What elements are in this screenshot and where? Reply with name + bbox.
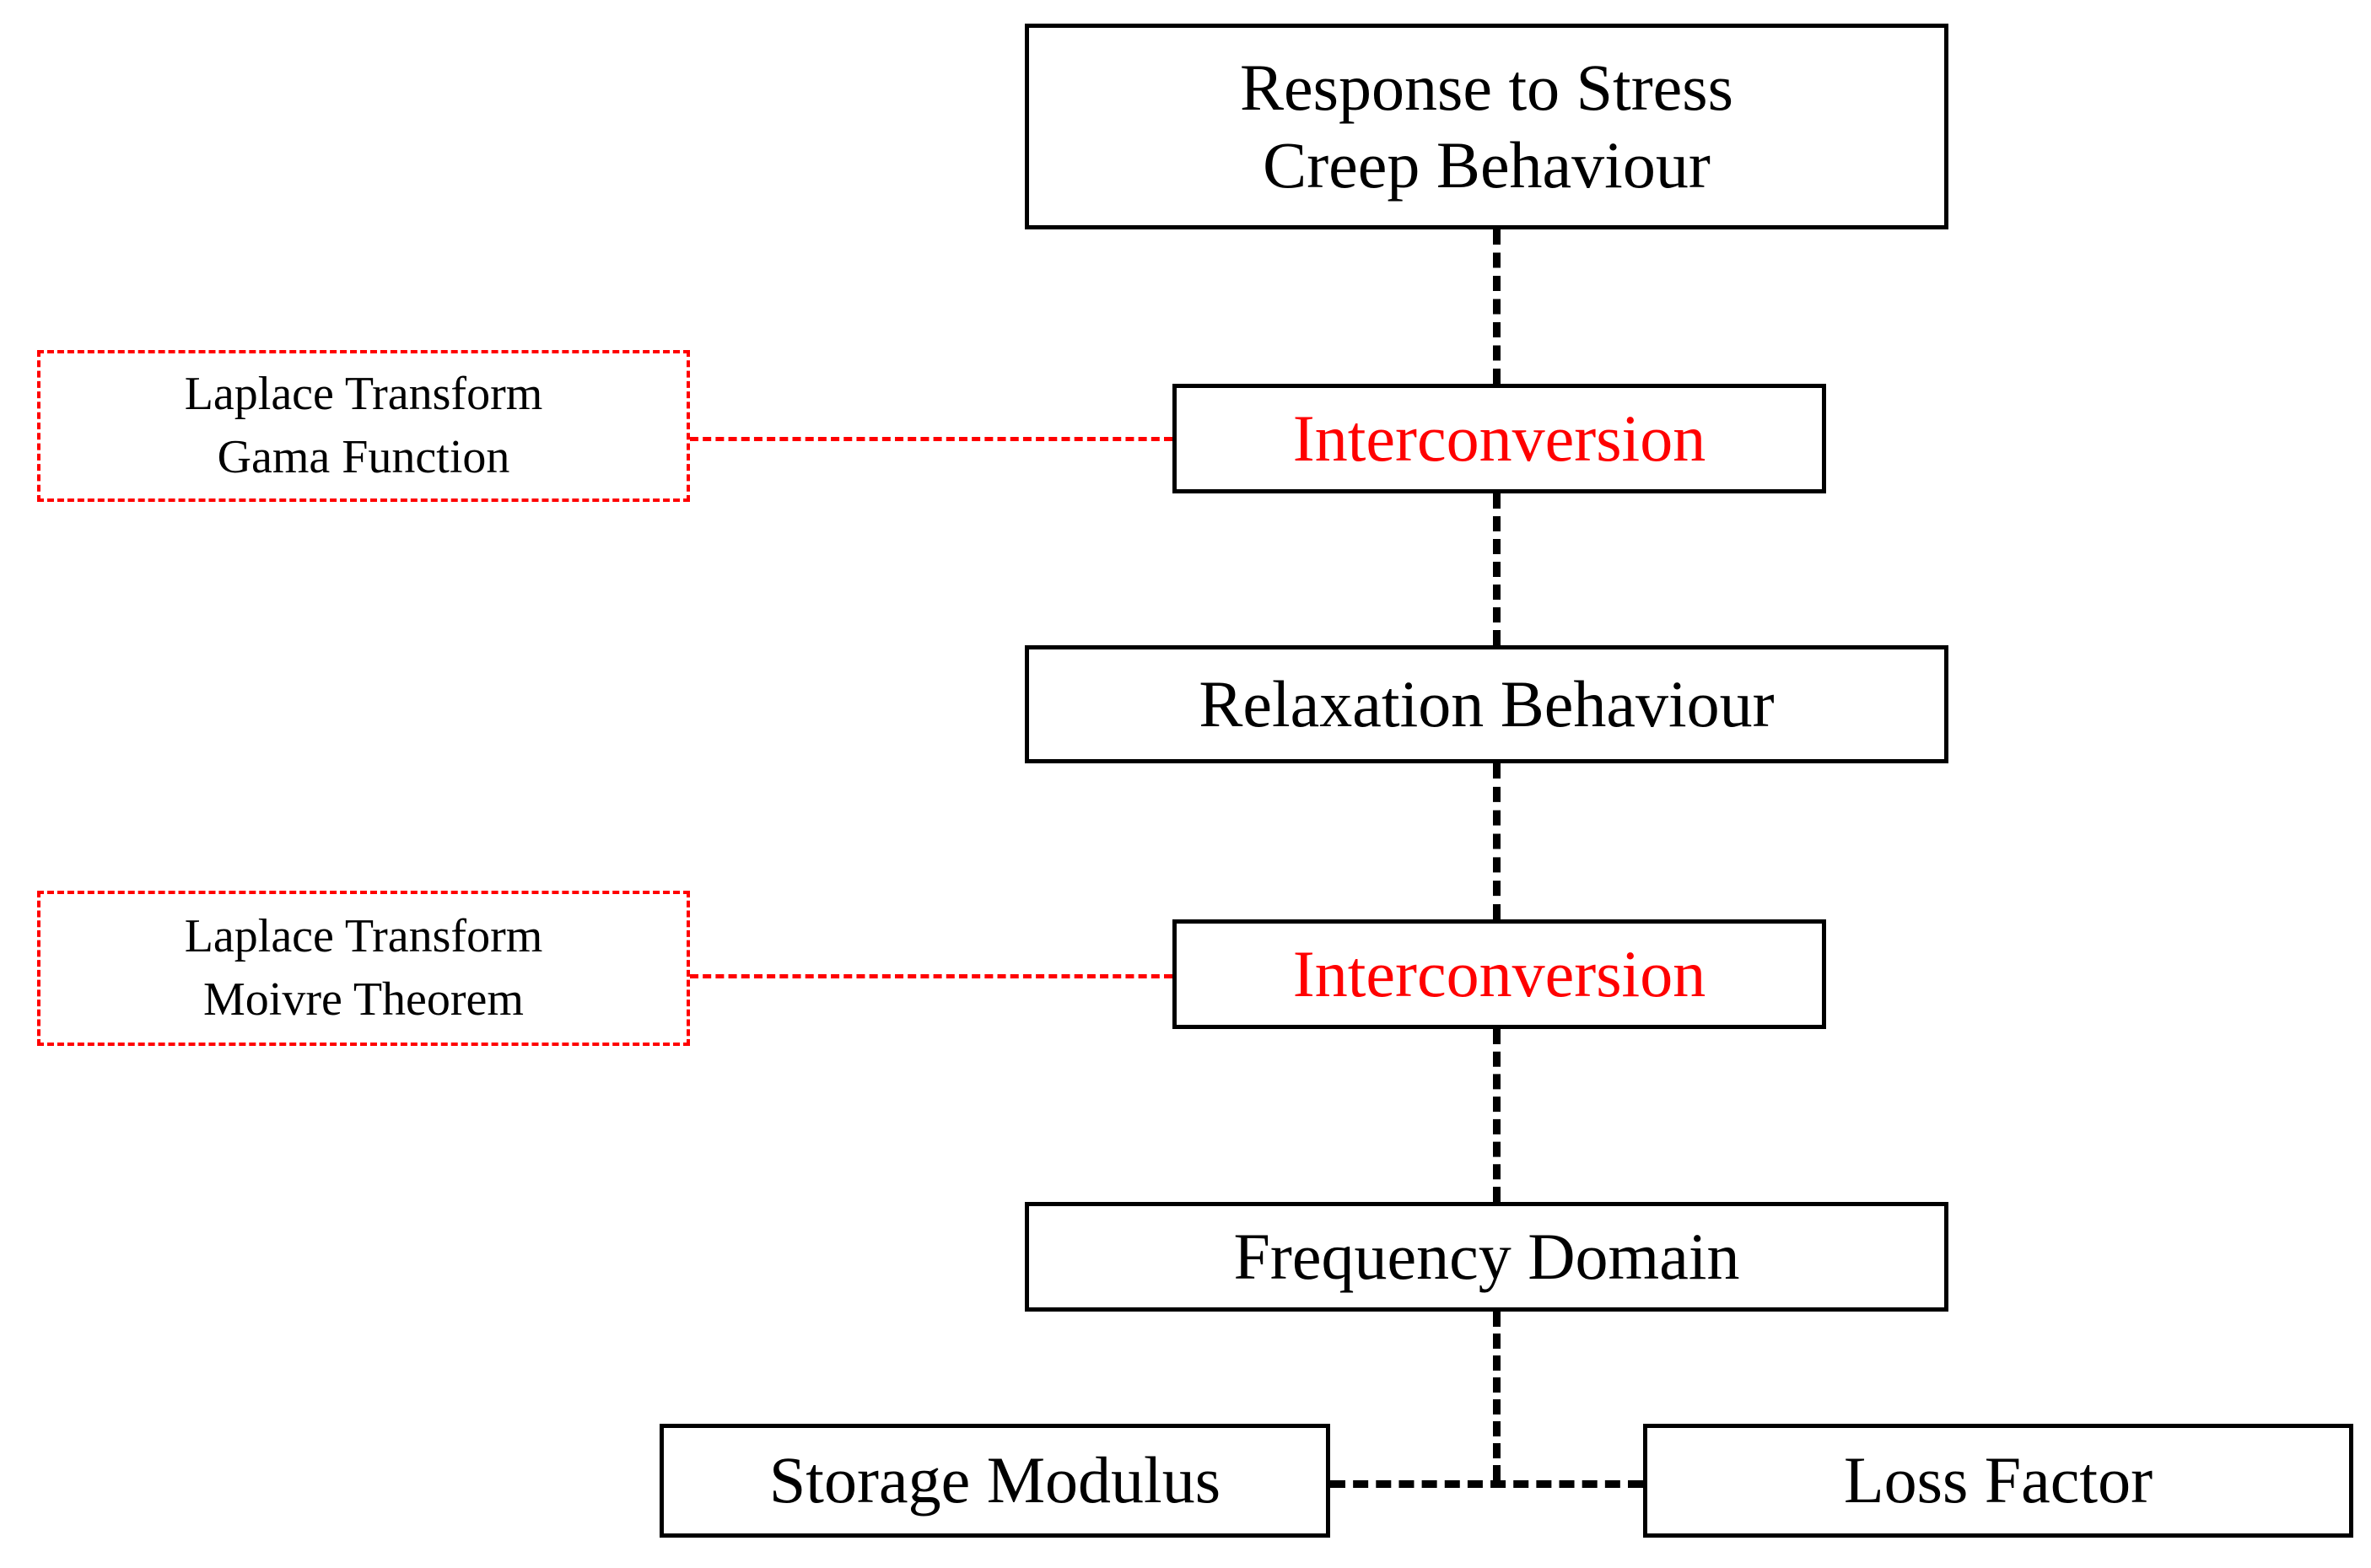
connector-frequency-to-bottom-row bbox=[1493, 1312, 1501, 1480]
node-interconversion-1[interactable]: Interconversion bbox=[1172, 384, 1826, 493]
node-frequency-domain[interactable]: Frequency Domain bbox=[1025, 1202, 1948, 1312]
connector-interconversion2-to-frequency bbox=[1493, 1029, 1501, 1202]
node-interconversion-2[interactable]: Interconversion bbox=[1172, 919, 1826, 1029]
node-response-to-stress[interactable]: Response to Stress Creep Behaviour bbox=[1025, 24, 1948, 229]
connector-storage-to-loss bbox=[1330, 1480, 1643, 1488]
annotation-laplace-gama-function[interactable]: Laplace Transform Gama Function bbox=[37, 350, 690, 502]
connector-response-to-interconversion1 bbox=[1493, 229, 1501, 384]
connector-laplace-gama-to-interconversion1 bbox=[690, 437, 1172, 441]
node-relaxation-behaviour[interactable]: Relaxation Behaviour bbox=[1025, 645, 1948, 763]
annotation-laplace-moivre-theorem[interactable]: Laplace Transform Moivre Theorem bbox=[37, 891, 690, 1046]
node-storage-modulus[interactable]: Storage Modulus bbox=[660, 1424, 1330, 1538]
connector-laplace-moivre-to-interconversion2 bbox=[690, 974, 1172, 978]
connector-interconversion1-to-relaxation bbox=[1493, 493, 1501, 645]
connector-relaxation-to-interconversion2 bbox=[1493, 763, 1501, 919]
node-loss-factor[interactable]: Loss Factor bbox=[1643, 1424, 2353, 1538]
